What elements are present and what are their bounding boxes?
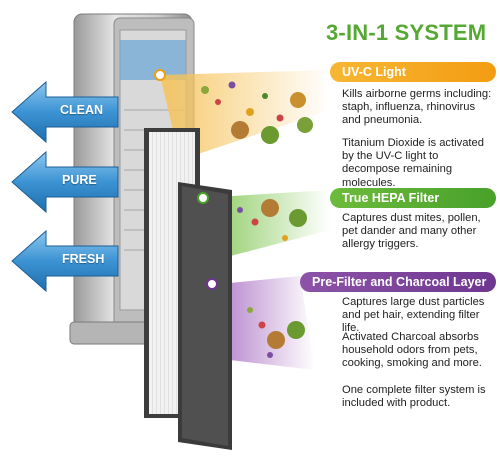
charcoal-label: Pre-Filter and Charcoal Layer	[300, 272, 496, 292]
arrow-label-clean: CLEAN	[60, 103, 104, 117]
arrow-pure	[11, 150, 119, 214]
charcoal-description: Captures large dust particles and pet ha…	[342, 296, 485, 335]
uvc-description: Kills airborne germs including: staph, i…	[342, 88, 492, 127]
arrow-clean	[11, 80, 119, 144]
included-note: One complete filter system is included w…	[342, 384, 486, 410]
charcoal-marker	[206, 278, 218, 290]
uvc-marker	[154, 69, 166, 81]
hepa-label: True HEPA Filter	[330, 188, 496, 208]
uvc-description-2: Titanium Dioxide is activated by the UV-…	[342, 137, 484, 189]
arrow-fresh	[11, 229, 119, 293]
arrow-label-fresh: FRESH	[62, 252, 105, 266]
hepa-marker	[197, 192, 209, 204]
charcoal-description-2: Activated Charcoal absorbs household odo…	[342, 331, 482, 370]
charcoal-filter	[178, 182, 232, 450]
hepa-beam	[200, 190, 330, 260]
arrow-label-pure: PURE	[62, 173, 97, 187]
uvc-label: UV-C Light	[330, 62, 496, 82]
hepa-description: Captures dust mites, pollen, pet dander …	[342, 212, 481, 251]
page-title: 3-IN-1 SYSTEM	[326, 20, 487, 45]
particles	[201, 81, 313, 358]
